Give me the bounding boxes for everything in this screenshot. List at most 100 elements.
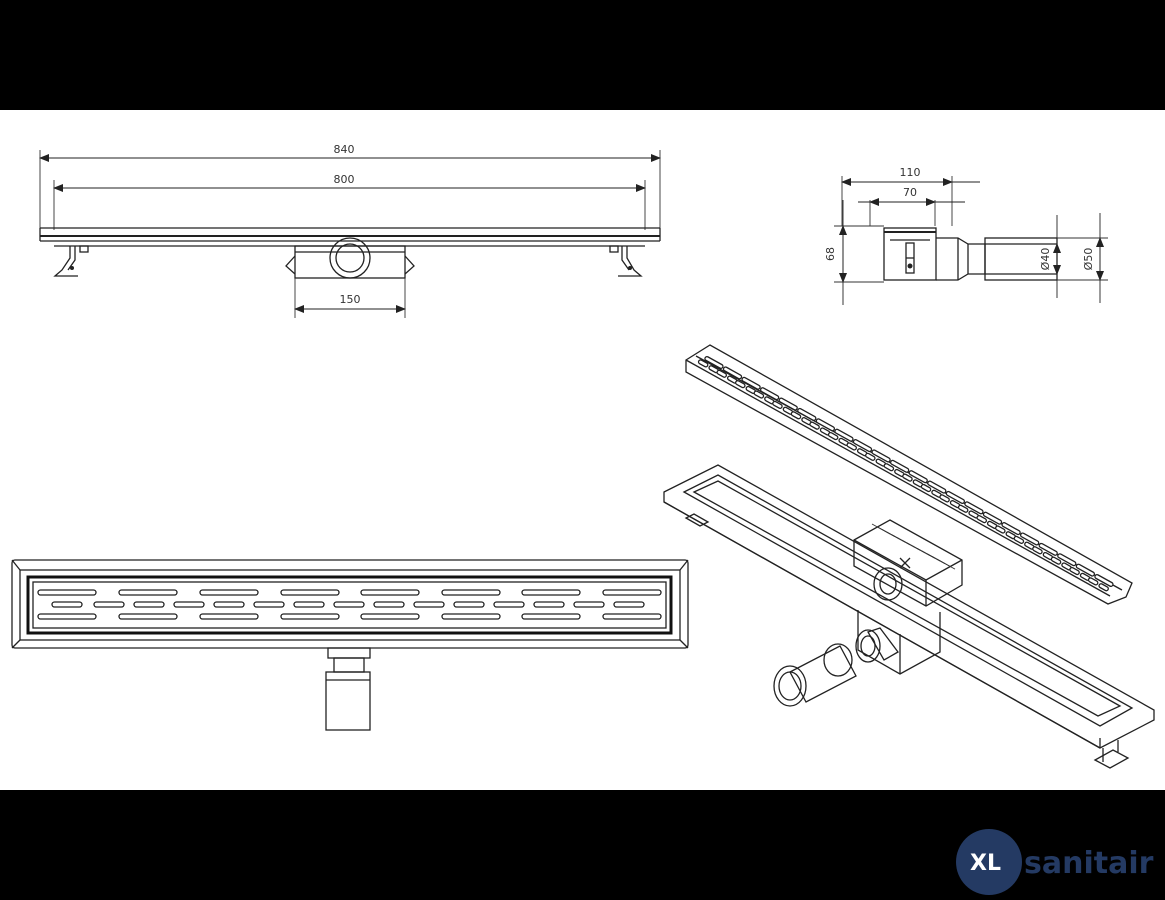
dim-d40-label: Ø40 bbox=[1039, 248, 1052, 271]
dim-110-label: 110 bbox=[900, 166, 921, 179]
grate-slot bbox=[173, 601, 205, 608]
dim-70-label: 70 bbox=[903, 186, 917, 199]
grate-slot-group bbox=[902, 470, 928, 488]
grate-slot-group bbox=[920, 480, 947, 498]
grate-slot bbox=[995, 525, 1006, 534]
grate-slot bbox=[902, 473, 913, 482]
siphon-fin bbox=[936, 558, 956, 570]
siphon-fins bbox=[871, 523, 956, 570]
grate-slot bbox=[521, 589, 581, 596]
grate-slot bbox=[778, 397, 798, 411]
grate-slot bbox=[704, 355, 724, 370]
grate-slot bbox=[118, 589, 178, 596]
grate-slot bbox=[865, 452, 876, 461]
grate-slot bbox=[441, 613, 501, 620]
logo-mark: XL bbox=[970, 851, 1001, 876]
grate-slot bbox=[790, 411, 802, 420]
grate-slot-group bbox=[790, 407, 817, 426]
grate-slot bbox=[964, 501, 984, 515]
grate-slot bbox=[280, 613, 340, 620]
grate-slot bbox=[253, 601, 285, 608]
grate-slot-group bbox=[772, 397, 798, 415]
grate-slot bbox=[133, 601, 165, 608]
grate-slot-group bbox=[995, 522, 1021, 540]
grate-slot bbox=[1075, 563, 1096, 577]
grate-slot bbox=[735, 380, 746, 389]
grate-slot bbox=[441, 589, 501, 596]
grate-slot bbox=[118, 613, 178, 620]
grate-slot bbox=[890, 459, 910, 473]
grate-slot bbox=[521, 613, 581, 620]
grate-slot bbox=[815, 418, 836, 432]
grate-slot-group bbox=[735, 376, 761, 395]
grate-slot bbox=[908, 470, 928, 484]
grate-slot-group bbox=[1032, 542, 1058, 561]
grate-slot-group bbox=[976, 511, 1003, 530]
grate-slot bbox=[1001, 522, 1021, 536]
grate-slot bbox=[533, 601, 565, 608]
dim-840-label: 840 bbox=[334, 143, 355, 156]
logo-text: sanitair bbox=[1024, 846, 1154, 881]
grate-slot bbox=[697, 359, 709, 368]
grate-slot-group bbox=[697, 355, 724, 374]
dim-150-label: 150 bbox=[340, 293, 361, 306]
grate-slot bbox=[413, 601, 445, 608]
grate-slot bbox=[199, 613, 259, 620]
grate-slot bbox=[834, 428, 854, 442]
grate-slot bbox=[37, 589, 97, 596]
top-plan-view bbox=[11, 559, 689, 731]
grate-slot bbox=[1032, 546, 1043, 555]
grate-slot bbox=[945, 490, 966, 504]
grate-slot bbox=[797, 407, 817, 421]
grate-slot bbox=[982, 511, 1003, 525]
grate-slot bbox=[1020, 532, 1040, 546]
front-elevation-view: 840 800 150 bbox=[39, 143, 661, 318]
grate-slot bbox=[939, 494, 950, 503]
grate-slot bbox=[809, 421, 820, 430]
grate-slot bbox=[1094, 573, 1114, 588]
grate-slot bbox=[871, 449, 891, 463]
grate-slot bbox=[976, 514, 988, 524]
grate-slot bbox=[920, 483, 932, 493]
grate-slot bbox=[760, 387, 780, 401]
grate-slot bbox=[1098, 583, 1109, 592]
grate-slot bbox=[213, 601, 245, 608]
grate-slot bbox=[927, 480, 947, 494]
dim-68-label: 68 bbox=[824, 247, 837, 261]
grate-slot bbox=[453, 601, 485, 608]
grate-slot bbox=[741, 376, 761, 390]
logo-circle bbox=[956, 829, 1022, 895]
grate-slot-group bbox=[1069, 563, 1096, 581]
paper-area bbox=[0, 110, 1165, 790]
grate-slot-group bbox=[883, 459, 910, 478]
grate-slot bbox=[602, 589, 662, 596]
grate-slot bbox=[1050, 556, 1062, 565]
grate-slot-group bbox=[827, 428, 854, 446]
grate-slot-group bbox=[846, 439, 873, 457]
grate-slot bbox=[1013, 535, 1025, 544]
grate-slot-group bbox=[809, 418, 836, 436]
grate-slot bbox=[360, 589, 420, 596]
grate-slot bbox=[602, 613, 662, 620]
grate-slot bbox=[852, 439, 873, 453]
grate-slot bbox=[1087, 577, 1099, 586]
grate-slot-group bbox=[1087, 573, 1114, 592]
grate-slot bbox=[716, 369, 728, 378]
grate-slot bbox=[1069, 566, 1080, 576]
grate-slot-group bbox=[716, 366, 743, 384]
grate-slot bbox=[373, 601, 405, 608]
grate-slot bbox=[360, 613, 420, 620]
grate-slot bbox=[199, 589, 259, 596]
grate-slot-pattern bbox=[697, 355, 1114, 592]
grate-slot bbox=[846, 442, 858, 451]
grate-slot bbox=[1057, 553, 1077, 567]
grate-slot bbox=[493, 601, 525, 608]
grate-slot bbox=[93, 601, 125, 608]
grate-slot bbox=[613, 601, 645, 608]
grate-slot bbox=[753, 390, 765, 399]
grate-slot-group bbox=[957, 501, 984, 519]
grate-slot bbox=[51, 601, 83, 608]
grate-slot bbox=[957, 504, 969, 513]
